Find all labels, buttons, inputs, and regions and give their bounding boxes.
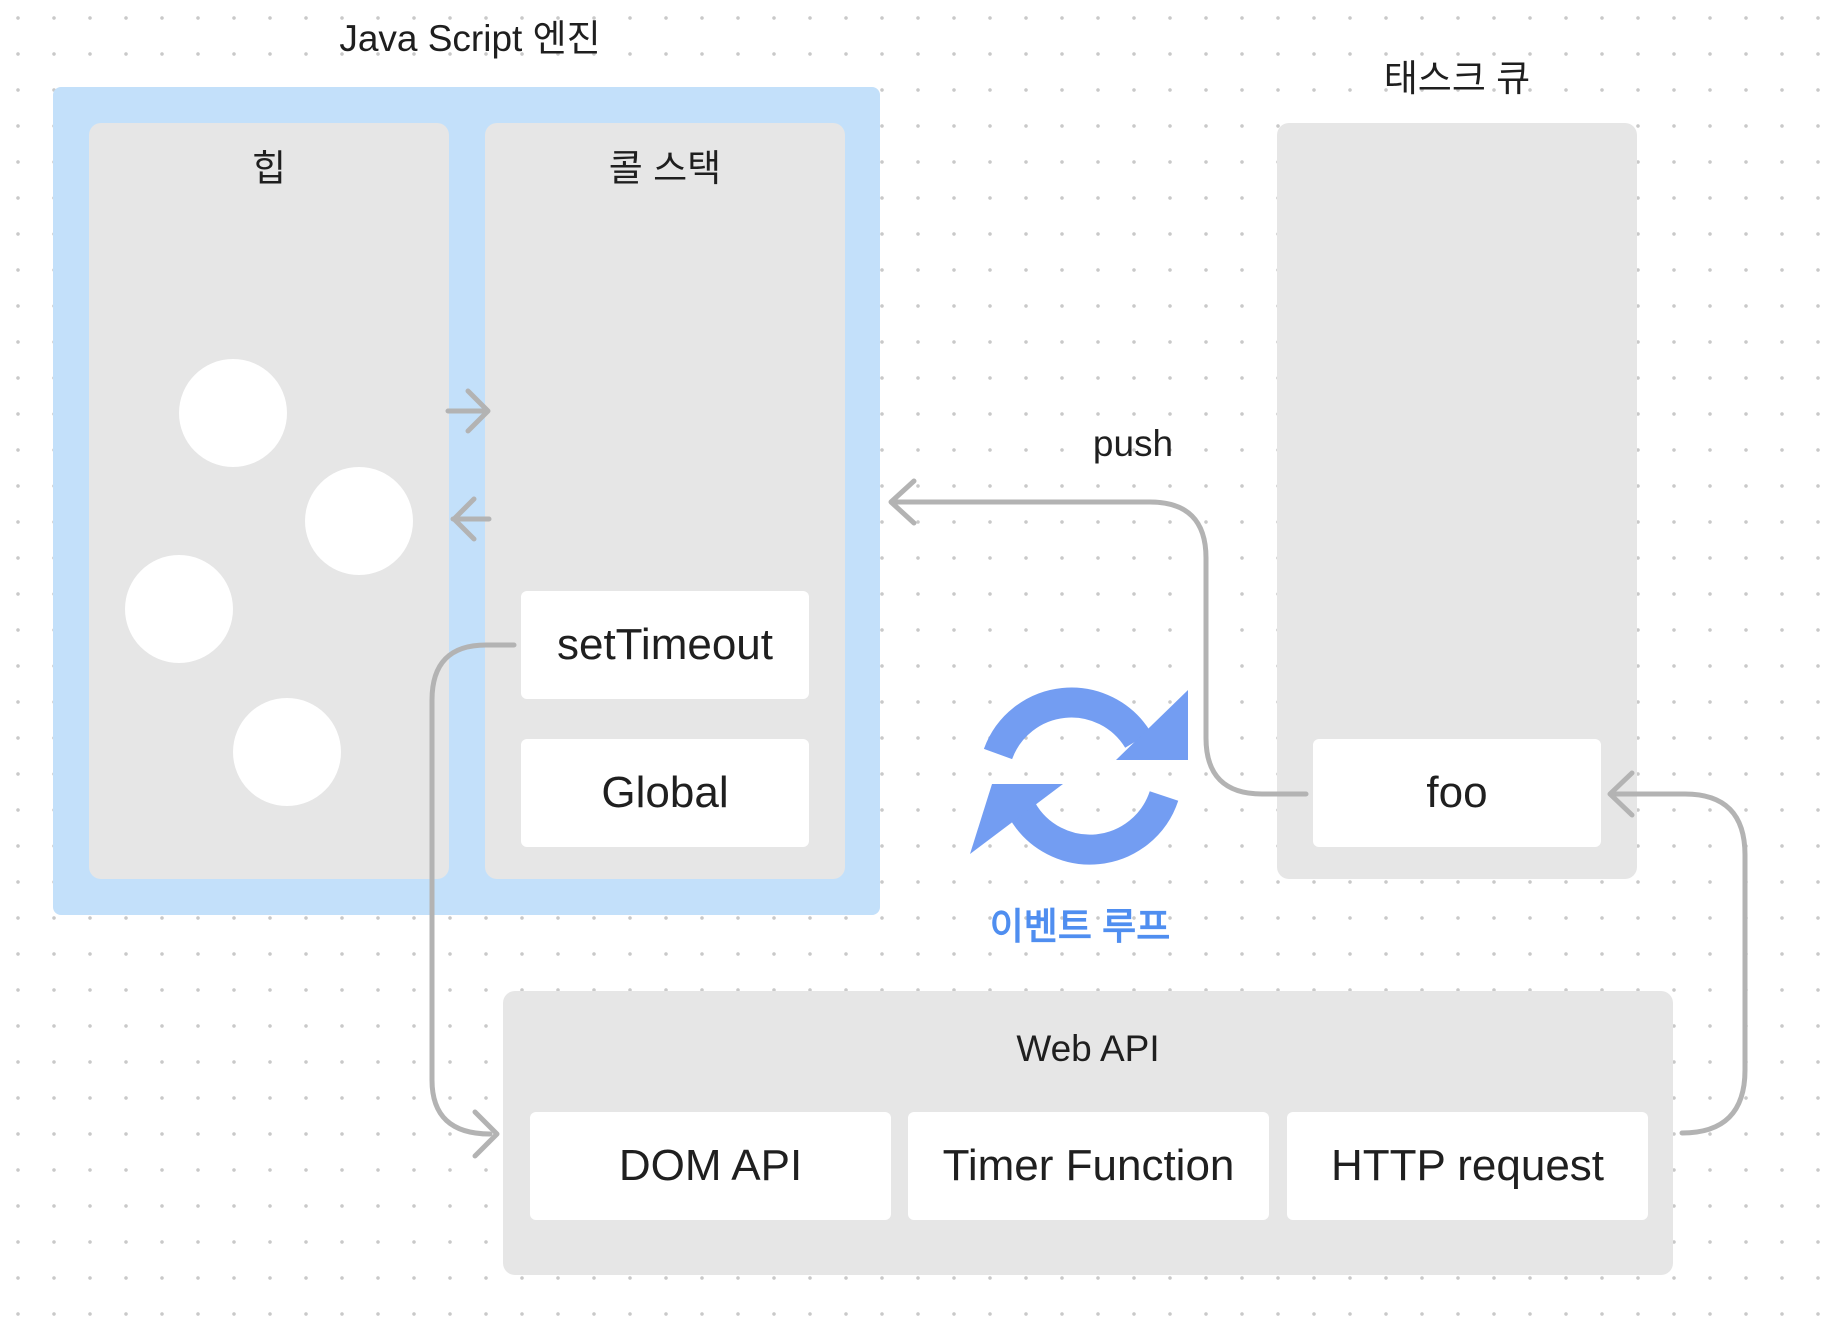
task-queue-title: 태스크 큐 — [1383, 58, 1531, 99]
web-api-timer-function: Timer Function — [908, 1112, 1269, 1220]
engine-title: Java Script 엔진 — [339, 18, 601, 59]
stack-frame-global: Global — [521, 739, 809, 847]
call-stack-title: 콜 스택 — [608, 148, 722, 189]
heap-object — [305, 467, 413, 575]
heap-object — [233, 698, 341, 806]
stack-frame-settimeout: setTimeout — [521, 591, 809, 699]
refresh-cycle-icon — [970, 687, 1188, 865]
heap-object — [125, 555, 233, 663]
web-api-dom: DOM API — [530, 1112, 891, 1220]
heap-title: 힙 — [251, 148, 287, 189]
event-loop-label: 이벤트 루프 — [989, 906, 1171, 947]
web-api-http-request: HTTP request — [1287, 1112, 1648, 1220]
web-api-title: Web API — [1016, 1028, 1160, 1069]
push-label: push — [1092, 423, 1174, 464]
heap-object — [179, 359, 287, 467]
task-foo: foo — [1313, 739, 1601, 847]
